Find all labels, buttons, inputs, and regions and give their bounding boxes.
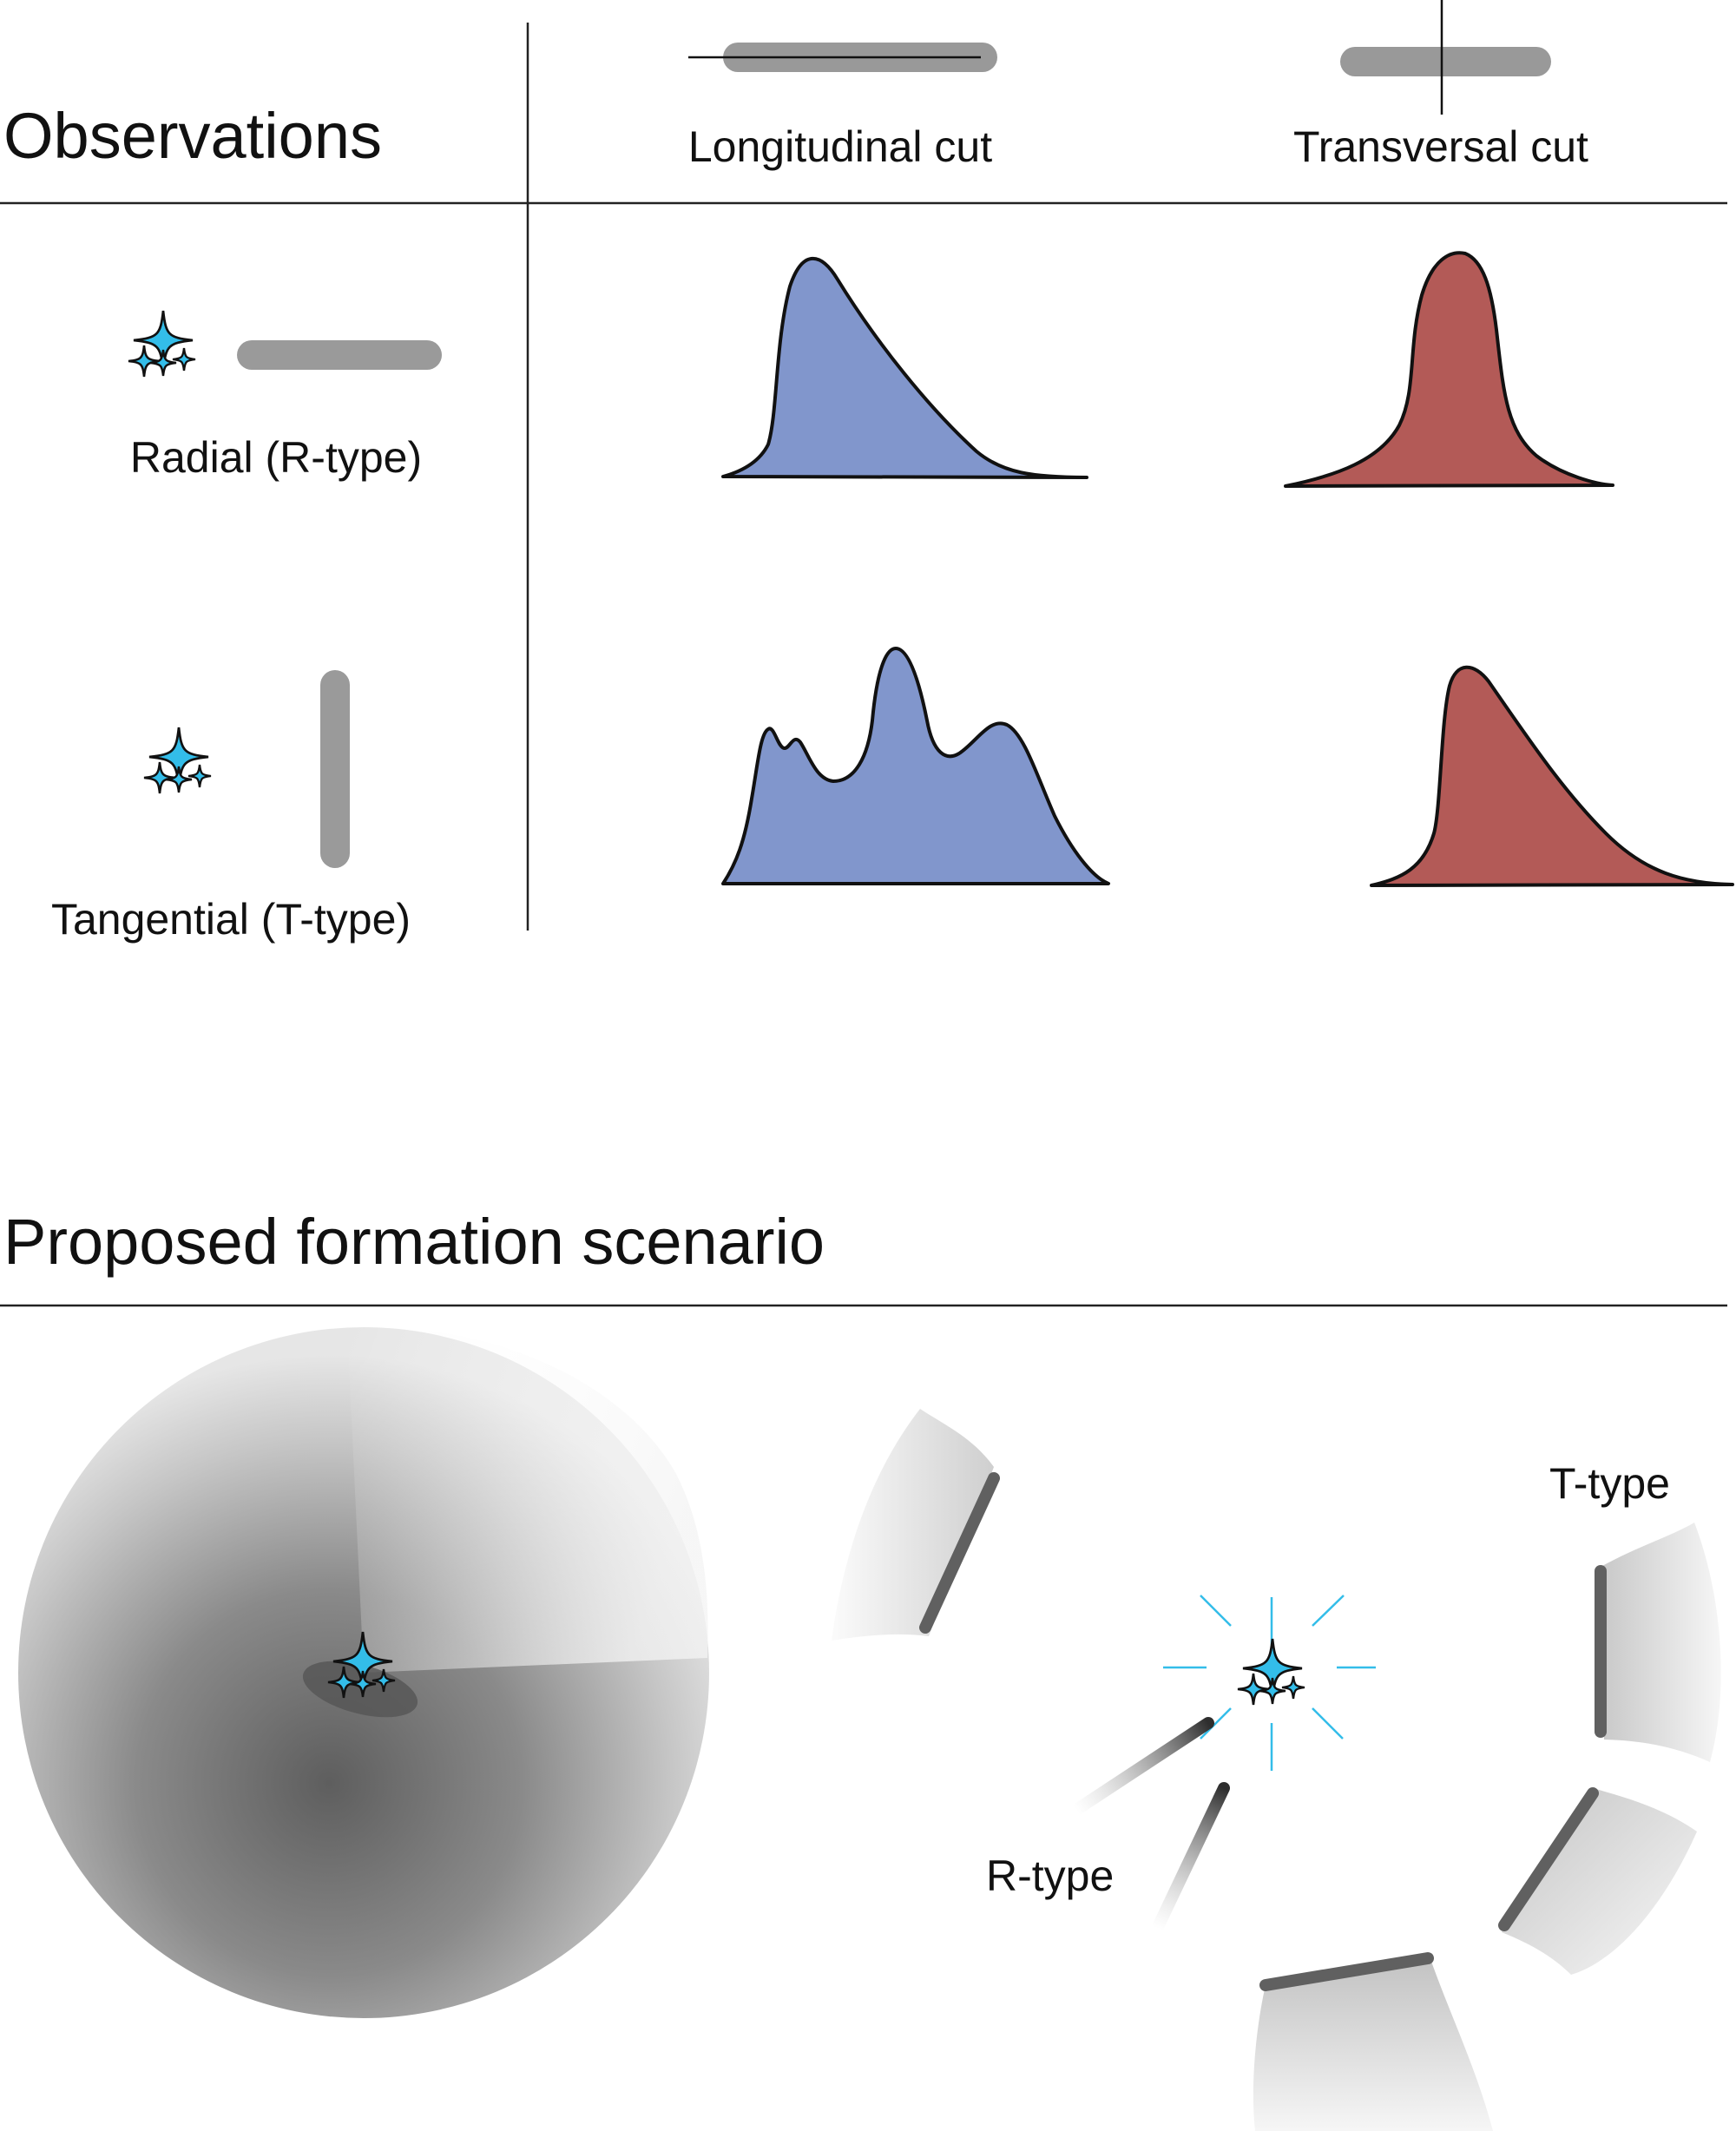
radial-transversal-profile xyxy=(1284,251,1614,488)
t-type-label: T-type xyxy=(1549,1459,1670,1508)
radial-longitudinal-profile xyxy=(721,257,1088,479)
tangential-longitudinal-profile xyxy=(721,647,1110,885)
transversal-cut-icon xyxy=(1340,0,1551,115)
radial-star-icon xyxy=(128,311,195,377)
cloud-fragment-right xyxy=(1595,1523,1721,1762)
cloud-fragment-bottom xyxy=(1253,1952,1493,2131)
radial-row-label: Radial (R-type) xyxy=(130,433,422,482)
central-star-icon xyxy=(1238,1639,1305,1705)
r-type-filament-upper xyxy=(1070,1717,1214,1816)
observations-section: Observations Longitudinal cut Transversa… xyxy=(0,0,1734,944)
r-type-filament-lower xyxy=(1151,1782,1230,1935)
scenario-heading: Proposed formation scenario xyxy=(3,1206,825,1278)
observations-heading: Observations xyxy=(3,100,382,172)
transversal-cut-label: Transversal cut xyxy=(1293,122,1588,171)
tangential-row-label: Tangential (T-type) xyxy=(51,895,411,944)
radiation-rays xyxy=(1163,1595,1376,1771)
longitudinal-cut-label: Longitudinal cut xyxy=(688,122,992,171)
tangential-transversal-profile xyxy=(1370,665,1734,887)
tangential-star-icon xyxy=(144,727,211,793)
cloud-fragment-upper-left xyxy=(832,1409,1000,1641)
scenario-section: Proposed formation scenario xyxy=(0,1206,1727,2131)
cloud-fragment-lower-right xyxy=(1498,1787,1697,1975)
r-type-label: R-type xyxy=(986,1851,1114,1900)
